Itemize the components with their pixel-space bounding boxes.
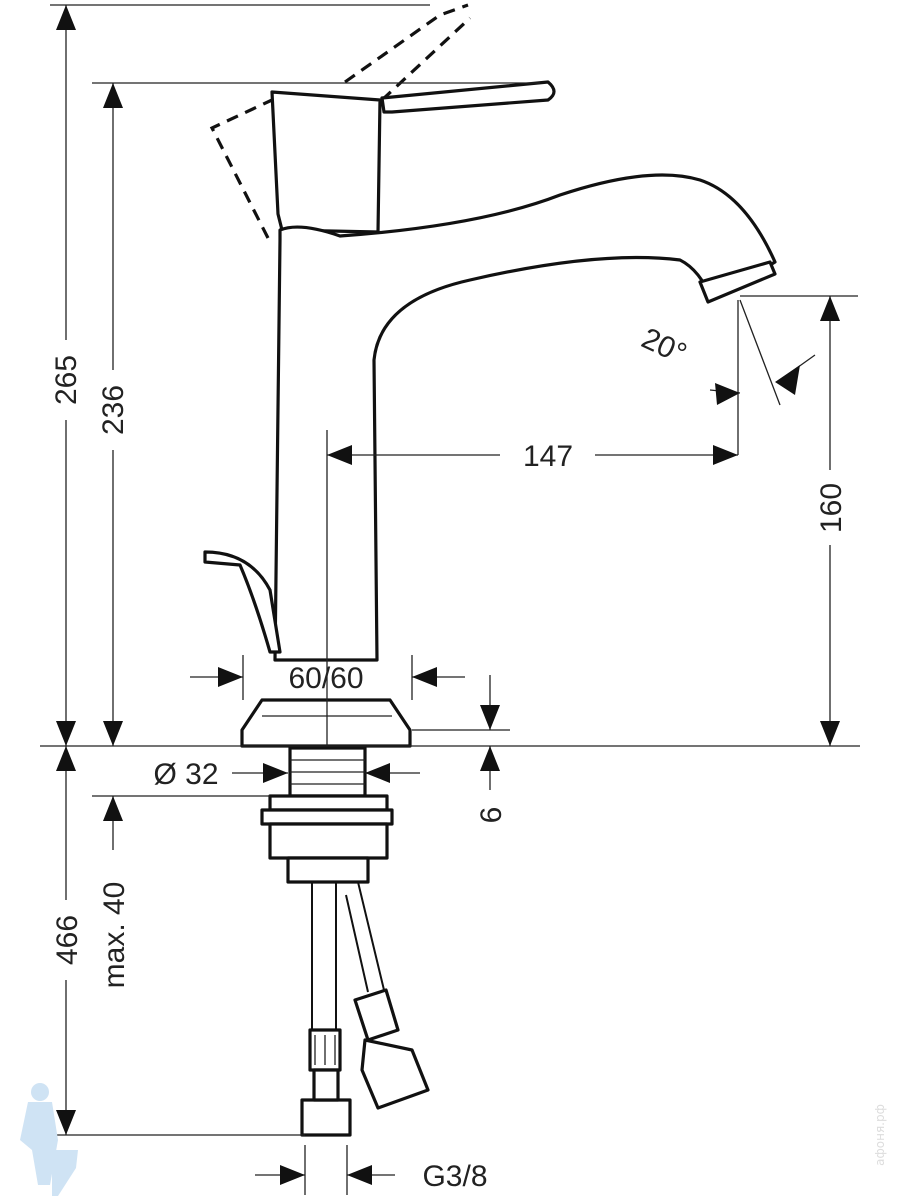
dim-hose-length: 466	[51, 915, 84, 965]
dim-max-counter-thickness: max. 40	[98, 882, 131, 989]
dim-spout-height: 160	[815, 483, 848, 533]
dim-body-height: 236	[97, 385, 130, 435]
dim-connection-thread: G3/8	[422, 1160, 487, 1193]
faucet-outline	[203, 3, 777, 1137]
dimension-lines	[40, 4, 860, 1195]
dim-spout-reach: 147	[523, 440, 573, 473]
watermark: афоня.рф	[873, 1104, 887, 1166]
dim-hole-diameter: Ø 32	[153, 758, 218, 791]
dim-spout-angle: 20°	[636, 322, 691, 371]
dim-base-thickness: 6	[475, 807, 508, 824]
dim-total-height: 265	[50, 355, 83, 405]
dim-base-size: 60/60	[288, 662, 363, 695]
plumber-logo	[20, 1083, 78, 1196]
